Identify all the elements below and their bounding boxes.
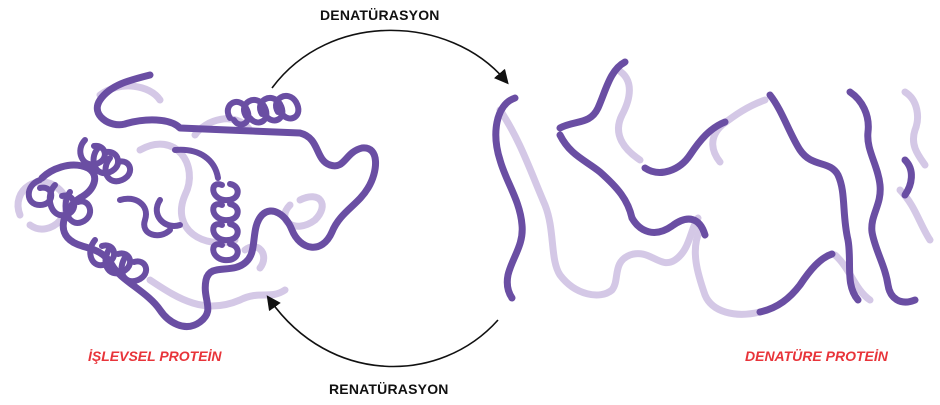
renaturation-label: RENATÜRASYON: [329, 381, 449, 397]
denatured-protein-label: DENATÜRE PROTEİN: [745, 348, 888, 364]
renaturation-arrow: [270, 300, 498, 367]
denaturation-label: DENATÜRASYON: [320, 7, 440, 23]
functional-protein-label: İŞLEVSEL PROTEİN: [88, 348, 222, 364]
denatured-protein-ribbon: [496, 62, 930, 314]
denaturation-arrow: [272, 30, 505, 88]
functional-protein-ribbon: [18, 75, 376, 327]
